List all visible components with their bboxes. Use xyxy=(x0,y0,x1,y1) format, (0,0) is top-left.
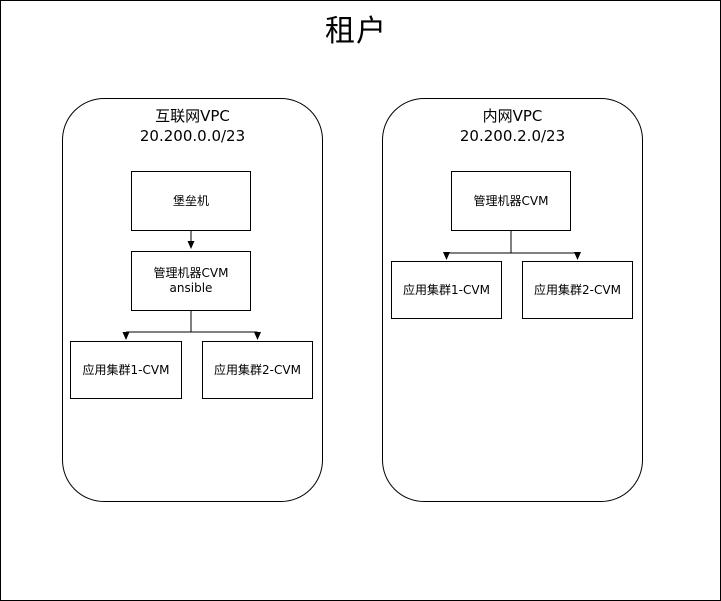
vpc-internet-cidr: 20.200.0.0/23 xyxy=(139,127,246,145)
node-intranet-app-cluster-2: 应用集群2-CVM xyxy=(522,261,633,319)
vpc-intranet-header: 内网VPC 20.200.2.0/23 xyxy=(383,106,642,146)
node-mgmt-cvm-ansible: 管理机器CVM ansible xyxy=(131,251,251,311)
vpc-internet-name: 互联网VPC xyxy=(155,107,230,125)
node-internet-app-cluster-2-label: 应用集群2-CVM xyxy=(214,362,301,377)
node-intranet-app-cluster-2-label: 应用集群2-CVM xyxy=(534,282,621,297)
node-internet-app-cluster-1: 应用集群1-CVM xyxy=(70,341,182,399)
node-mgmt-cvm-ansible-label-line1: 管理机器CVM xyxy=(153,266,229,280)
vpc-internet-header: 互联网VPC 20.200.0.0/23 xyxy=(63,106,322,146)
diagram-title: 租户 xyxy=(325,14,387,49)
node-internet-app-cluster-1-label: 应用集群1-CVM xyxy=(82,362,170,377)
node-bastion-label: 堡垒机 xyxy=(172,193,209,208)
vpc-intranet-name: 内网VPC xyxy=(482,107,543,125)
node-intranet-app-cluster-1: 应用集群1-CVM xyxy=(391,261,502,319)
node-mgmt-cvm-ansible-label-line2: ansible xyxy=(169,281,213,295)
node-intranet-app-cluster-1-label: 应用集群1-CVM xyxy=(403,282,490,297)
vpc-intranet-cidr: 20.200.2.0/23 xyxy=(459,127,566,145)
node-intranet-mgmt-cvm-label: 管理机器CVM xyxy=(473,193,549,208)
node-intranet-mgmt-cvm: 管理机器CVM xyxy=(451,171,571,231)
node-bastion: 堡垒机 xyxy=(131,171,251,231)
node-internet-app-cluster-2: 应用集群2-CVM xyxy=(202,341,313,399)
